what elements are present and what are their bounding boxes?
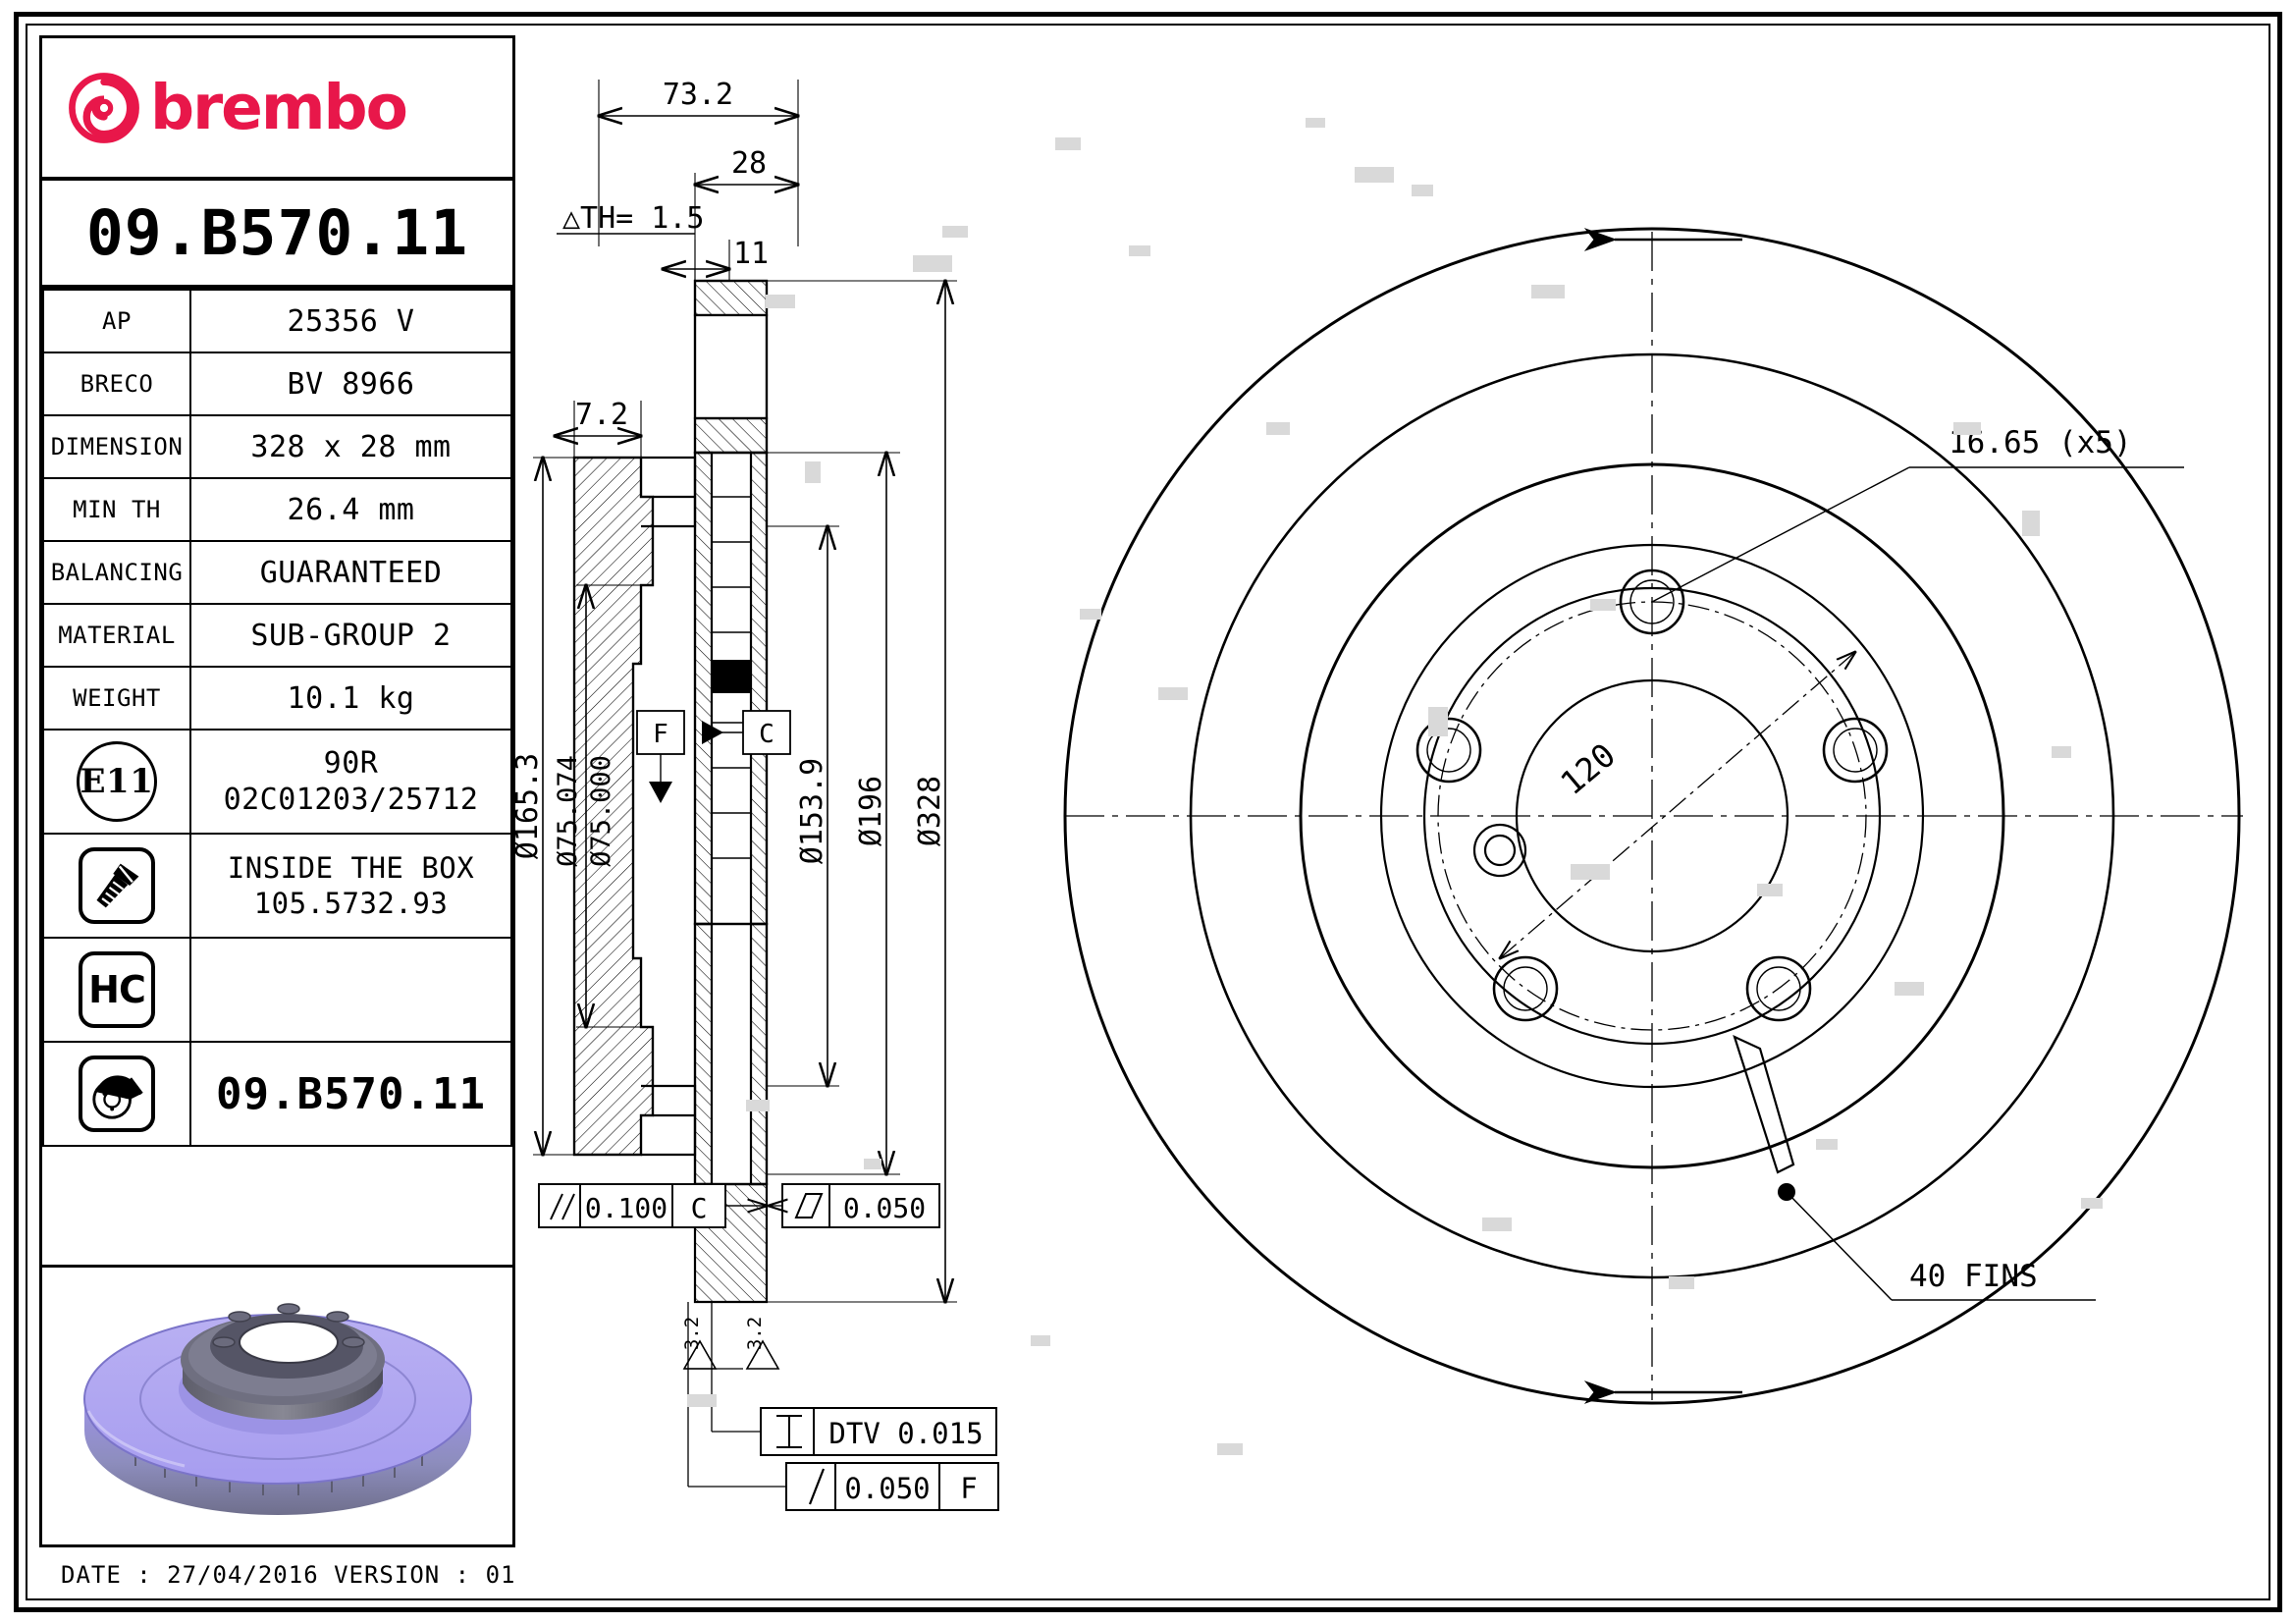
drawing-frame-inner [26,24,2270,1600]
brand-logo: brembo [42,38,512,181]
table-row: AP 25356 V [42,289,512,353]
spec-label-material: MATERIAL [42,603,191,668]
disc-render-image [82,1303,472,1515]
spec-value-balancing: GUARANTEED [189,540,512,605]
hc-badge-cell: HC [42,937,191,1043]
e11-icon: E11 [77,741,157,822]
brembo-swirl-icon [69,72,139,143]
spec-table: AP 25356 V BRECO BV 8966 DIMENSION 328 x… [42,289,512,1147]
brake-disc-icon [79,1056,155,1132]
engineering-drawing: 73.2 28 △TH= 1.5 11 7.2 [515,78,2243,1511]
homologation-line1: 90R [323,745,379,781]
dim-hat-face: 7.2 [575,398,628,432]
date-footer: DATE : 27/04/2016 VERSION : 01 [61,1561,516,1589]
spec-label-dimension: DIMENSION [42,414,191,479]
table-row: BRECO BV 8966 [42,352,512,416]
datum-f-label: F [653,720,668,749]
screw-line1: INSIDE THE BOX [227,850,475,885]
table-row: BALANCING GUARANTEED [42,540,512,605]
table-row: WEIGHT 10.1 kg [42,666,512,731]
table-row-hc: HC [42,937,512,1043]
spec-label-min-th: MIN TH [42,477,191,542]
screw-badge-cell [42,833,191,939]
homologation-badge-cell: E11 [42,729,191,835]
surface-finish-b: 3.2 [744,1317,766,1350]
spec-value-material: SUB-GROUP 2 [189,603,512,668]
screw-line2: 105.5732.93 [253,887,449,920]
disc-code-value: 09.B570.11 [189,1041,512,1147]
tol-parallel-datum: C [691,1192,708,1224]
table-row-disc-code: 09.B570.11 [42,1041,512,1147]
datum-c-label: C [759,720,774,749]
homologation-line2: 02C01203/25712 [223,783,479,817]
drawing-area: 73.2 28 △TH= 1.5 11 7.2 [515,35,2253,1547]
e11-label: E11 [80,762,154,801]
table-row-screw: INSIDE THE BOX 105.5732.93 [42,833,512,939]
dim-outer-diameter: Ø328 [913,776,947,846]
dim-bore-min: Ø75.000 [586,755,616,867]
hc-icon: HC [79,951,155,1028]
table-row: DIMENSION 328 x 28 mm [42,414,512,479]
dim-bore-max: Ø75.074 [553,755,583,867]
tol-runout-value: 0.050 [844,1472,930,1505]
hc-value [189,937,512,1043]
dim-mid-diameter: Ø196 [854,776,888,846]
surface-finish-a: 3.2 [681,1317,703,1350]
spec-label-weight: WEIGHT [42,666,191,731]
dim-th-tolerance: △TH= 1.5 [562,201,705,236]
spec-value-min-th: 26.4 mm [189,477,512,542]
spec-label-balancing: BALANCING [42,540,191,605]
screw-icon [79,847,155,924]
spec-block: brembo 09.B570.11 AP 25356 V BRECO BV 89… [39,35,515,1547]
tol-dtv-value: DTV 0.015 [828,1417,983,1450]
dim-overall-width: 73.2 [663,78,733,112]
spec-label-breco: BRECO [42,352,191,416]
tol-flatness-value: 0.050 [843,1192,926,1224]
hc-label: HC [88,968,146,1011]
dim-bolt-hole: 16.65 (x5) [1949,425,2132,460]
screw-glyph [96,863,139,908]
homologation-value: 90R 02C01203/25712 [189,729,512,835]
note-fins: 40 FINS [1909,1259,2038,1294]
spec-value-ap: 25356 V [189,289,512,353]
dim-disc-thickness: 28 [731,146,767,181]
brand-name: brembo [150,72,408,143]
dim-pcd: 120 [1553,735,1623,802]
spec-value-weight: 10.1 kg [189,666,512,731]
tol-parallel-value: 0.100 [585,1192,667,1224]
brake-disc-glyph [92,1075,143,1119]
dim-hat-wall: 11 [733,237,769,271]
part-code: 09.B570.11 [85,196,469,269]
table-row: MIN TH 26.4 mm [42,477,512,542]
part-code-header: 09.B570.11 [42,181,512,289]
spec-label-ap: AP [42,289,191,353]
spec-value-dimension: 328 x 28 mm [189,414,512,479]
dim-hat-outer-diameter: Ø165.3 [515,753,545,859]
screw-value: INSIDE THE BOX 105.5732.93 [189,833,512,939]
table-row-homologation: E11 90R 02C01203/25712 [42,729,512,835]
dim-inner-diameter: Ø153.9 [795,758,829,864]
disc-3d-render [42,1265,512,1544]
disc-badge-cell [42,1041,191,1147]
drawing-frame-outer [14,12,2282,1612]
tol-runout-datum: F [960,1472,977,1505]
spec-value-breco: BV 8966 [189,352,512,416]
table-row: MATERIAL SUB-GROUP 2 [42,603,512,668]
